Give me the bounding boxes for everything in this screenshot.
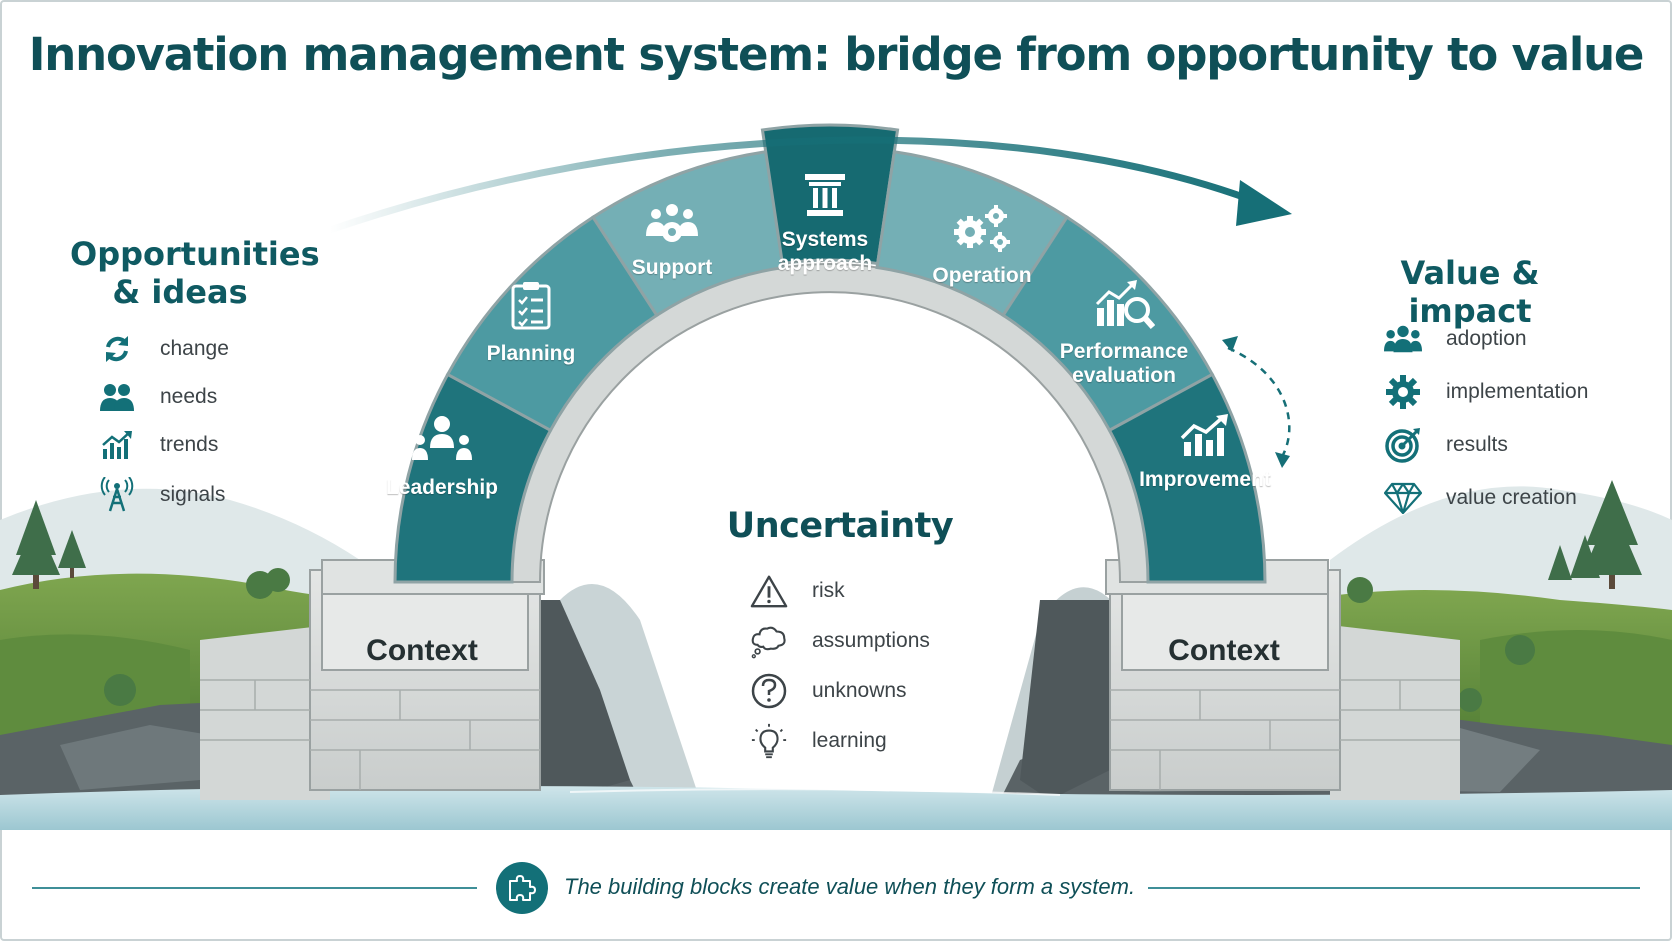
analytics-icon — [1044, 280, 1204, 336]
right-panel-title: Value & impact — [1400, 254, 1540, 331]
list-item: signals — [98, 476, 225, 514]
list-item-label: needs — [160, 385, 218, 408]
arch-block-improvement: Improvement — [1125, 414, 1285, 492]
footer-rule-right — [1148, 887, 1640, 889]
antenna-icon — [98, 476, 136, 514]
list-item: assumptions — [750, 622, 930, 660]
arch-block-label: Operation — [932, 264, 1032, 288]
arch-block — [1107, 372, 1267, 584]
list-item: value creation — [1384, 479, 1577, 517]
footer-rule-left — [32, 887, 477, 889]
arch-block-label: evaluation — [1072, 364, 1176, 388]
refresh-icon — [98, 330, 136, 368]
list-item: results — [1384, 426, 1508, 464]
arch-block-planning: Planning — [451, 280, 611, 366]
uncertainty-title: Uncertainty — [726, 506, 954, 546]
list-item: adoption — [1384, 320, 1527, 358]
list-item: risk — [750, 572, 845, 610]
arch-block-label: Planning — [486, 342, 576, 366]
left-panel-title: Opportunities & ideas — [70, 235, 320, 312]
arch-block-support: Support — [592, 202, 752, 280]
list-item: change — [98, 330, 229, 368]
footer-message: The building blocks create value when th… — [564, 874, 1136, 899]
list-item-label: unknowns — [812, 679, 907, 702]
thought-cloud-icon — [750, 622, 788, 660]
list-item-label: learning — [812, 729, 887, 752]
puzzle-icon — [496, 862, 548, 914]
arch-block-operation: Operation — [902, 202, 1062, 288]
gear-icon — [1384, 373, 1422, 411]
trend-chart-icon — [98, 426, 136, 464]
growth-chart-icon — [1125, 414, 1285, 464]
warning-icon — [750, 572, 788, 610]
question-icon — [750, 672, 788, 710]
gears-icon — [902, 202, 1062, 260]
team-gear-icon — [592, 202, 752, 252]
left-title-line1: Opportunities — [70, 235, 320, 273]
list-item-label: change — [160, 337, 229, 360]
list-item-label: risk — [812, 579, 845, 602]
page-title: Innovation management system: bridge fro… — [28, 28, 1645, 81]
diamond-icon — [1384, 479, 1422, 517]
arch-block-leadership: Leadership — [362, 414, 522, 500]
context-left-label: Context — [366, 634, 478, 667]
arch-block-label: approach — [777, 252, 873, 276]
list-item: unknowns — [750, 672, 907, 710]
arch-block-label: Leadership — [385, 476, 499, 500]
target-icon — [1384, 426, 1422, 464]
list-item-label: signals — [160, 483, 226, 506]
clipboard-icon — [451, 280, 611, 336]
people-icon — [98, 378, 136, 416]
arch-block-label: Performance — [1059, 340, 1189, 364]
list-item-label: adoption — [1446, 327, 1527, 350]
list-item: learning — [750, 722, 887, 760]
context-right-label: Context — [1168, 634, 1280, 667]
leader-icon — [362, 414, 522, 470]
arch-block-label: Improvement — [1139, 468, 1271, 492]
list-item: implementation — [1384, 373, 1588, 411]
list-item: needs — [98, 378, 217, 416]
list-item-label: results — [1446, 433, 1508, 456]
group-icon — [1384, 320, 1422, 358]
arch-block-label: Systems — [781, 228, 869, 252]
list-item-label: trends — [160, 433, 219, 456]
left-title-line2: & ideas — [112, 273, 248, 312]
pillar-icon — [745, 172, 905, 224]
list-item-label: value creation — [1446, 486, 1577, 509]
list-item-label: assumptions — [812, 629, 930, 652]
lightbulb-icon — [750, 722, 788, 760]
list-item-label: implementation — [1446, 380, 1589, 403]
arch-block-label: Support — [631, 256, 713, 280]
list-item: trends — [98, 426, 218, 464]
